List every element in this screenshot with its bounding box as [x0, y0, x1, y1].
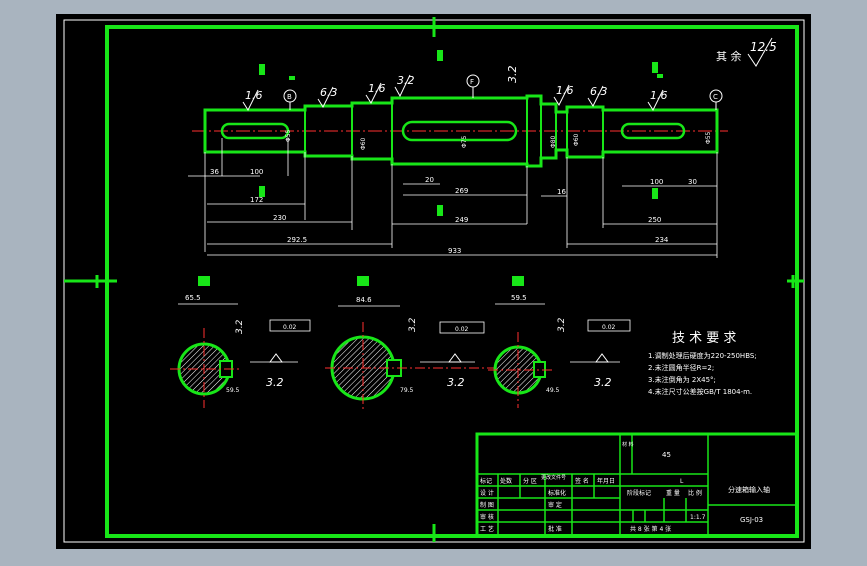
tb-left-3: 工 艺 [480, 525, 494, 533]
tb-stage-1: 重 量 [666, 489, 680, 497]
roughness-3: 1.6 [368, 82, 386, 95]
section-E-dim: 59.5 [511, 294, 527, 302]
tb-header-0: 标记 [480, 477, 492, 485]
roughness-8: 1.6 [650, 89, 668, 102]
general-roughness-value: 12.5 [750, 40, 777, 54]
dim-234: 234 [655, 236, 669, 244]
roughness-2: 6.3 [320, 86, 338, 99]
tb-stage-mark: L [680, 478, 684, 485]
svg-text:Φ60: Φ60 [573, 133, 580, 146]
svg-text:Φ60: Φ60 [360, 137, 367, 150]
tech-req-item-2: 2.未注圆角半径R=2; [648, 363, 714, 372]
svg-text:Φ80: Φ80 [550, 135, 557, 148]
tb-scale: 1:1.7 [690, 514, 706, 521]
dim-16: 16 [557, 188, 566, 196]
svg-text:Φ55: Φ55 [285, 129, 292, 142]
svg-text:49.5: 49.5 [546, 387, 560, 394]
svg-text:79.5: 79.5 [400, 387, 414, 394]
tb-header-2: 分 区 [523, 477, 537, 485]
tb-header-5: 年月日 [597, 477, 615, 485]
dim-100-left: 100 [250, 168, 263, 176]
svg-text:Φ75: Φ75 [461, 135, 468, 148]
dim-933: 933 [448, 247, 461, 255]
datum-C: C [713, 93, 718, 101]
front-roughness-group: 1.6 6.3 1.6 3.2 3.2 1.6 6.3 1.6 [242, 66, 668, 112]
tech-req-item-3: 3.未注倒角为 2X45°; [648, 375, 716, 384]
dim-20: 20 [425, 176, 434, 184]
section-E: 59.5 0.02 49.5 3.2 3.2 [488, 276, 631, 408]
dim-249: 249 [455, 216, 468, 224]
keyway-left [220, 122, 290, 140]
tb-left-1: 制 图 [480, 501, 494, 509]
section-D-dim: 84.6 [356, 296, 372, 304]
tb-material-label: 材 料 [622, 441, 634, 448]
roughness-4: 3.2 [397, 74, 415, 87]
tb-header-4: 签 名 [575, 477, 589, 485]
dim-36: 36 [210, 168, 219, 176]
tb-stage-0: 阶段标记 [627, 489, 651, 497]
tb-material: 45 [662, 451, 671, 459]
tech-req-item-4: 4.未注尺寸公差按GB/T 1804-m. [648, 387, 752, 396]
dim-172: 172 [250, 196, 263, 204]
drawing-sheet [56, 14, 811, 549]
roughness-5: 3.2 [506, 66, 519, 84]
tb-mid-2: 批 准 [548, 525, 562, 533]
general-roughness-label: 其 余 [716, 49, 742, 63]
roughness-7: 6.3 [590, 85, 608, 98]
general-roughness-symbol [747, 37, 773, 67]
tech-req-item-1: 1.调制处理后硬度为220-250HBS; [648, 351, 757, 360]
svg-text:59.5: 59.5 [226, 387, 240, 394]
tb-sheet-info: 共 8 张 第 4 张 [630, 525, 671, 533]
dim-250: 250 [648, 216, 661, 224]
svg-text:Φ55: Φ55 [705, 131, 712, 144]
tech-req-title: 技 术 要 求 [672, 331, 736, 346]
dim-230: 230 [273, 214, 286, 222]
section-C-roughness: 3.2 [266, 376, 284, 389]
datum-markers: B F C [283, 74, 723, 110]
section-C-dim: 65.5 [185, 294, 201, 302]
section-indicators [259, 50, 663, 216]
keyway-right [620, 122, 686, 140]
tb-stage-2: 比 例 [688, 489, 702, 497]
tb-mid-0: 标准化 [548, 489, 566, 497]
section-E-tol: 0.02 [602, 324, 616, 331]
section-D-roughness: 3.2 [447, 376, 465, 389]
section-E-roughness: 3.2 [594, 376, 612, 389]
title-block: 标记 处数 分 区 更改文件号 签 名 年月日 设 计 制 图 审 核 工 艺 … [475, 432, 799, 538]
section-D-tol: 0.02 [455, 326, 469, 333]
tb-left-0: 设 计 [480, 489, 494, 497]
tech-requirements: 技 术 要 求 1.调制处理后硬度为220-250HBS; 2.未注圆角半径R=… [648, 331, 757, 396]
section-D-roughness-b: 3.2 [408, 317, 418, 332]
dim-269: 269 [455, 187, 468, 195]
roughness-1: 1.6 [245, 89, 263, 102]
dim-30: 30 [688, 178, 697, 186]
section-C-roughness-b: 3.2 [235, 319, 245, 334]
datum-F: F [470, 78, 474, 86]
dimension-texts: 36 100 100 30 20 269 16 172 230 249 250 … [210, 168, 697, 255]
tb-left-2: 审 核 [480, 513, 494, 521]
roughness-6: 1.6 [556, 84, 574, 97]
section-C: 65.5 0.02 59.5 3.2 3.2 [170, 276, 311, 408]
keyway-middle [401, 120, 518, 142]
section-C-tol: 0.02 [283, 324, 297, 331]
tb-header-1: 处数 [500, 477, 512, 485]
section-E-roughness-b: 3.2 [557, 317, 567, 332]
datum-B: B [287, 93, 292, 101]
dim-100-right: 100 [650, 178, 663, 186]
tb-part-name: 分速箱输入轴 [728, 485, 770, 494]
dim-292-5: 292.5 [287, 236, 307, 244]
tb-drawing-no: GSJ-03 [740, 516, 763, 524]
tb-header-3: 更改文件号 [541, 474, 566, 481]
section-D: 84.6 0.02 79.5 3.2 3.2 [325, 276, 495, 412]
tb-mid-1: 审 定 [548, 501, 562, 509]
dimension-lines [188, 138, 718, 258]
